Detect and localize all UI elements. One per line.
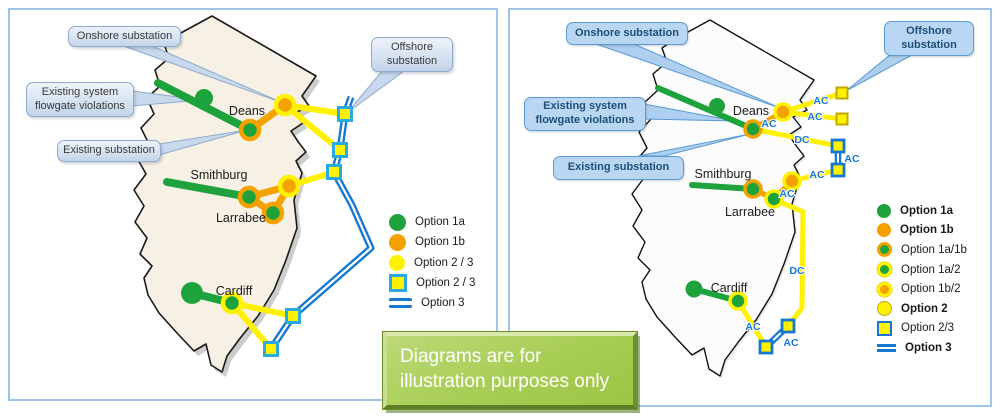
legend-left: Option 1a Option 1b Option 2 / 3 Option …	[389, 212, 475, 313]
option-3-line-marker-icon	[877, 343, 896, 352]
nodes-right	[685, 98, 802, 311]
option-1a-marker-icon	[877, 203, 891, 218]
offshore-squares-gold-right	[835, 86, 849, 126]
legend-item: Option 1a/1b	[877, 240, 967, 260]
legend-item: Option 3	[389, 293, 475, 313]
cardiff-substation-right	[728, 291, 748, 311]
city-label-cardiff-left: Cardiff	[216, 284, 253, 298]
legend-label: Option 3	[421, 297, 465, 310]
line-label-dc-deans: DC	[794, 134, 810, 146]
line-label-ac-larrabee: AC	[779, 188, 795, 200]
legend-label: Option 1b	[415, 236, 465, 249]
callout-flowgate-violations-left: Existing system flowgate violations	[26, 82, 134, 117]
legend-item: Option 1b	[877, 221, 967, 241]
line-label-ac-deans: AC	[761, 118, 777, 130]
deans-onshore-substation-left	[273, 93, 297, 117]
offshore-squares-blue-right	[758, 138, 846, 355]
option-1a-1b-marker-icon	[877, 242, 892, 258]
option-2-3-node-marker-icon	[389, 254, 405, 271]
option-1b-marker-icon	[877, 223, 891, 238]
option-1b-marker-icon	[389, 233, 406, 251]
legend-item: Option 1b	[389, 232, 475, 252]
option-2-3-square-marker-icon	[877, 320, 892, 336]
legend-item: Option 1a	[877, 201, 967, 221]
legend-item: Option 1b/2	[877, 279, 967, 299]
callout-onshore-substation-right: Onshore substation	[566, 22, 688, 45]
offshore-callout-pointer-left	[346, 69, 406, 114]
legend-label: Option 2	[901, 302, 948, 315]
callout-existing-substation-right: Existing substation	[553, 156, 684, 180]
larrabee-substation-right	[764, 189, 784, 209]
city-label-smithburg-left: Smithburg	[191, 168, 248, 182]
option-1a-2-marker-icon	[877, 262, 892, 278]
option2-lines-right	[735, 90, 845, 350]
option-2-marker-icon	[877, 301, 892, 317]
legend-label: Option 3	[905, 341, 952, 354]
offshore-callout-pointer-right	[845, 53, 914, 92]
legend-label: Option 2 / 3	[416, 277, 476, 290]
option-3-line-marker-icon	[389, 298, 412, 309]
city-label-smithburg-right: Smithburg	[695, 167, 752, 181]
larrabee-substation-left	[261, 201, 285, 225]
callout-offshore-substation-right: Offshore substation	[884, 21, 974, 56]
legend-right: Option 1a Option 1b Option 1a/1b Option …	[877, 201, 967, 358]
callout-existing-substation-left: Existing substation	[57, 140, 161, 162]
legend-label: Option 1b	[900, 224, 954, 237]
line-label-dc-south: DC	[789, 265, 805, 277]
legend-item: Option 2 / 3	[389, 273, 475, 293]
legend-label: Option 1b/2	[901, 283, 961, 296]
line-label-ac-cardiff: AC	[745, 321, 761, 333]
deans-existing-substation-right	[743, 119, 763, 139]
smithburg-onshore-substation-left	[277, 174, 301, 198]
disclaimer-note: Diagrams are for illustration purposes o…	[382, 331, 638, 410]
city-label-cardiff-right: Cardiff	[711, 281, 748, 295]
callout-offshore-substation-left: Offshore substation	[371, 37, 453, 72]
left-map: Deans Smithburg Larrabee Cardiff	[117, 15, 406, 377]
line-label-ac-offshore2: AC	[807, 111, 823, 123]
smithburg-substation-left	[237, 185, 261, 209]
nodes-left	[181, 89, 301, 315]
option-2-3-square-marker-icon	[389, 274, 407, 293]
option-1b-2-marker-icon	[877, 281, 892, 297]
legend-item: Option 3	[877, 338, 967, 358]
legend-item: Option 1a/2	[877, 260, 967, 280]
line-label-ac-smithburg-offshore: AC	[809, 169, 825, 181]
line-label-ac-option3-north: AC	[844, 153, 860, 165]
nj-outline-right	[631, 19, 815, 377]
legend-label: Option 1a	[415, 216, 465, 229]
city-label-larrabee-left: Larrabee	[216, 211, 266, 225]
legend-item: Option 2 / 3	[389, 253, 475, 273]
cardiff-substation-left	[220, 291, 244, 315]
callout-onshore-substation-left: Onshore substation	[68, 26, 181, 47]
line-label-ac-offshore1: AC	[813, 95, 829, 107]
legend-label: Option 1a/2	[901, 263, 961, 276]
cardiff-line-end-right	[685, 280, 703, 298]
deans-onshore-substation-right	[773, 102, 793, 122]
legend-label: Option 1a/1b	[901, 243, 967, 256]
option-1a-marker-icon	[389, 213, 406, 231]
deans-existing-substation-left	[238, 118, 262, 142]
legend-label: Option 2/3	[901, 322, 955, 335]
legend-item: Option 1a	[389, 212, 475, 232]
flowgate-node-right	[709, 98, 725, 114]
city-label-larrabee-right: Larrabee	[725, 205, 775, 219]
legend-label: Option 1a	[900, 204, 954, 217]
cardiff-line-end-left	[181, 282, 203, 304]
legend-label: Option 2 / 3	[414, 256, 474, 269]
offshore-squares-left	[263, 106, 353, 357]
smithburg-substation-right	[743, 179, 763, 199]
city-label-deans-right: Deans	[733, 104, 769, 118]
legend-item: Option 2	[877, 299, 967, 319]
flowgate-node-left	[195, 89, 213, 107]
smithburg-onshore-substation-right	[782, 171, 802, 191]
callout-flowgate-violations-right: Existing system flowgate violations	[524, 97, 646, 131]
right-map: Deans Smithburg Larrabee Cardiff AC AC A…	[595, 19, 914, 378]
legend-item: Option 2/3	[877, 319, 967, 339]
line-label-ac-option3-south: AC	[783, 337, 799, 349]
city-label-deans-left: Deans	[229, 104, 265, 118]
